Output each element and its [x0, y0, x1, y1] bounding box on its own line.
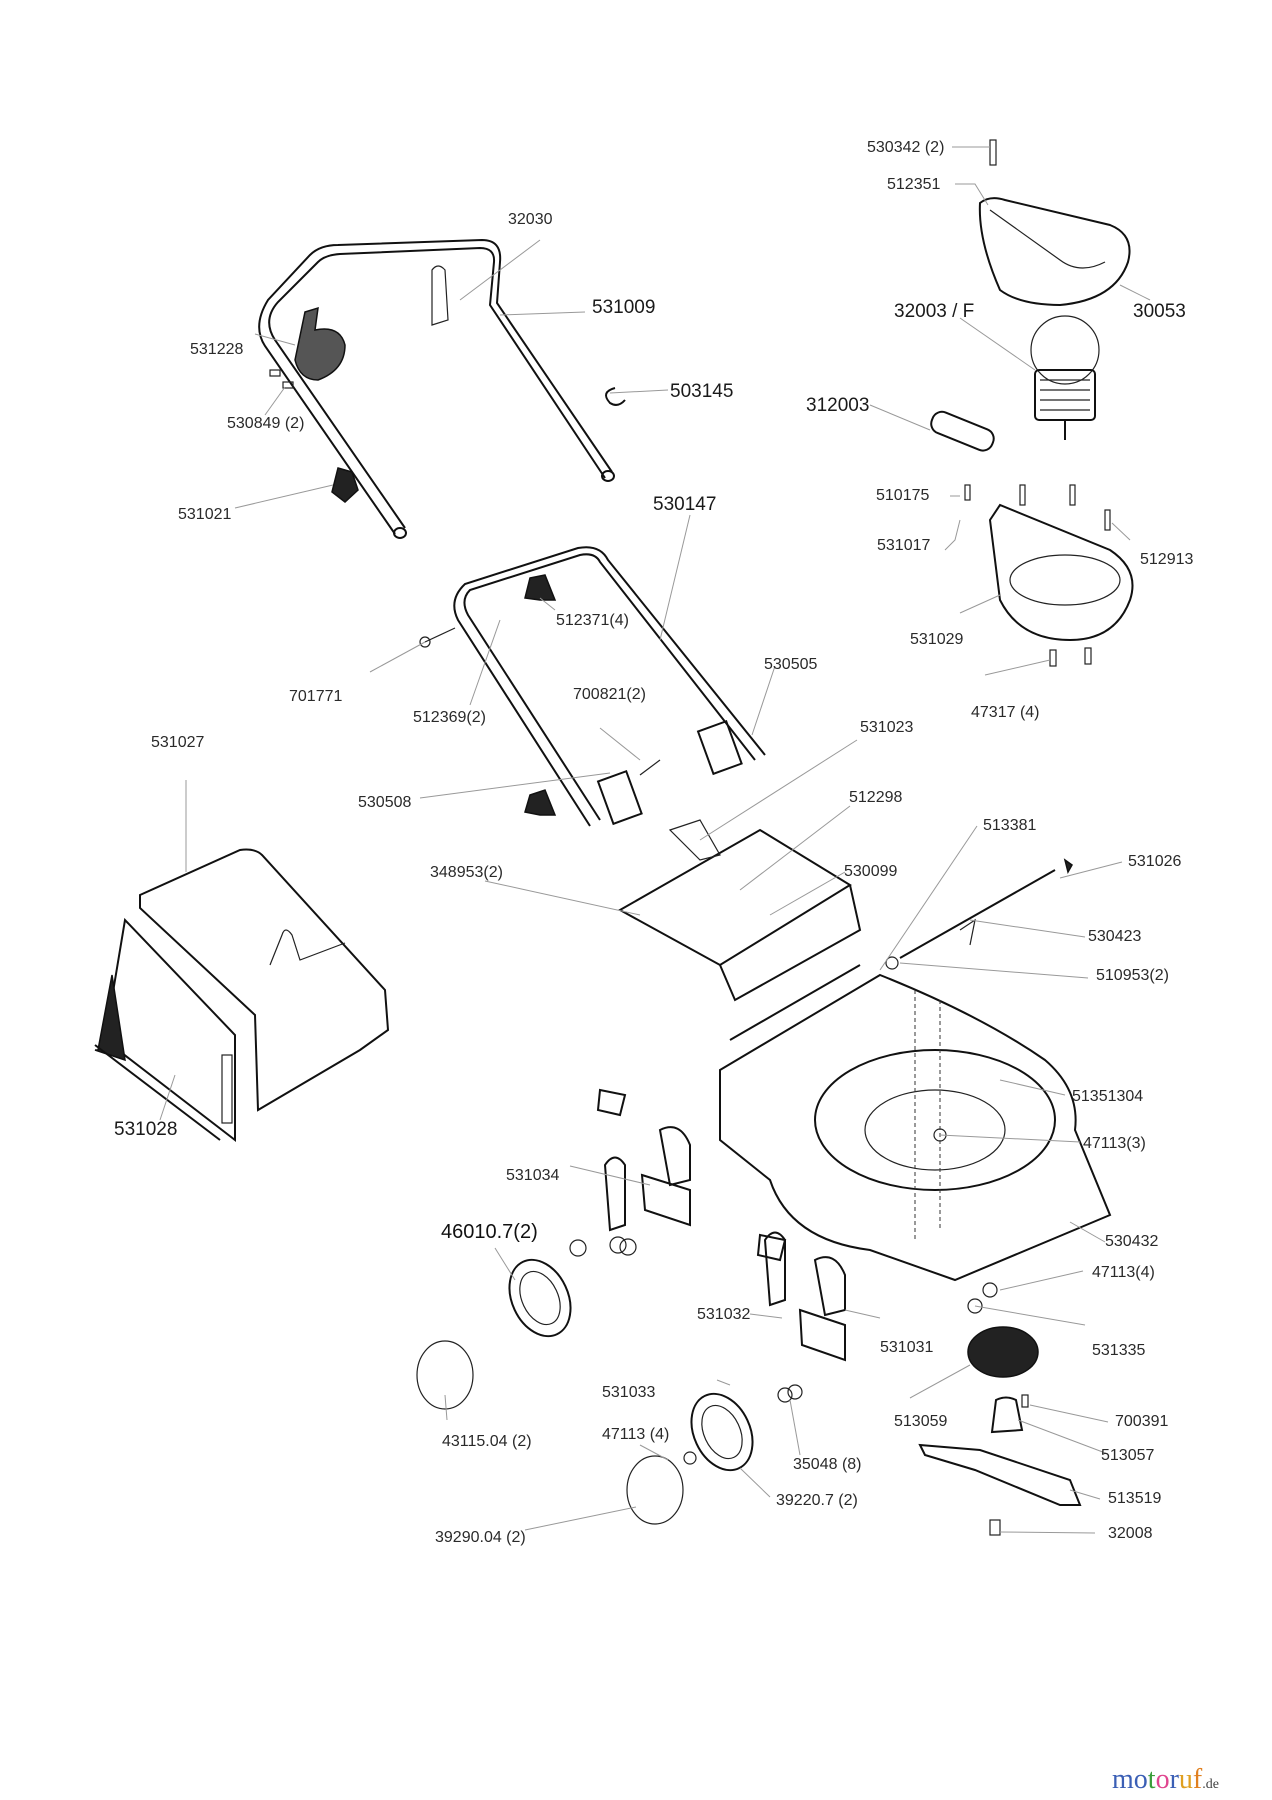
label-513519: 513519	[1108, 1490, 1162, 1507]
logo-letter: t	[1147, 1764, 1156, 1795]
label-531032: 531032	[697, 1306, 751, 1323]
label-513057: 513057	[1101, 1447, 1155, 1464]
label-700821: 700821(2)	[573, 686, 646, 703]
label-531031: 531031	[880, 1339, 934, 1356]
label-530508: 530508	[358, 794, 412, 811]
label-39220-7: 39220.7 (2)	[776, 1492, 858, 1509]
logo-letter: m	[1112, 1764, 1134, 1795]
label-47317: 47317 (4)	[971, 704, 1040, 721]
label-30053: 30053	[1133, 301, 1186, 322]
motoruf-logo: motoruf.de	[1112, 1766, 1219, 1794]
label-39290-04: 39290.04 (2)	[435, 1529, 526, 1546]
label-47113-4b: 47113 (4)	[602, 1426, 670, 1443]
label-513059: 513059	[894, 1413, 948, 1430]
label-51351304: 51351304	[1072, 1088, 1144, 1105]
label-47113-4a: 47113(4)	[1092, 1264, 1155, 1281]
label-531228: 531228	[190, 341, 244, 358]
label-512298: 512298	[849, 789, 903, 806]
height-adjusters	[596, 1088, 846, 1362]
label-32003F: 32003 / F	[894, 301, 975, 322]
label-530505: 530505	[764, 656, 818, 673]
blade-assembly	[918, 1282, 1082, 1536]
label-503145: 503145	[670, 381, 734, 402]
upper-handle	[258, 238, 626, 539]
label-312003: 312003	[806, 395, 870, 416]
motor-housing	[964, 484, 1134, 667]
label-530099: 530099	[844, 863, 898, 880]
leader-lines	[159, 146, 1151, 1534]
label-531034: 531034	[506, 1167, 560, 1184]
logo-letter: f	[1192, 1764, 1203, 1795]
label-531027: 531027	[151, 734, 205, 751]
motor-cover	[978, 139, 1131, 307]
grass-bag	[94, 848, 390, 1143]
label-512913: 512913	[1140, 551, 1194, 568]
label-512371: 512371(4)	[556, 612, 629, 629]
rear-flap	[617, 819, 862, 1041]
label-530423: 530423	[1088, 928, 1142, 945]
label-348953: 348953(2)	[430, 864, 503, 881]
label-32008: 32008	[1108, 1525, 1153, 1542]
rear-wheel	[626, 1384, 803, 1525]
label-531021: 531021	[178, 506, 232, 523]
label-510175: 510175	[876, 487, 930, 504]
logo-letter: r	[1169, 1764, 1179, 1795]
logo-tld: .de	[1202, 1777, 1219, 1792]
label-531033: 531033	[602, 1384, 656, 1401]
label-531028: 531028	[114, 1119, 178, 1140]
mower-deck	[719, 973, 1112, 1282]
label-32030: 32030	[508, 211, 553, 228]
lower-handle	[419, 546, 766, 827]
label-531017: 531017	[877, 537, 931, 554]
label-47113-3: 47113(3)	[1083, 1135, 1146, 1152]
label-530849: 530849 (2)	[227, 415, 305, 432]
front-wheel	[416, 1236, 637, 1410]
logo-letter: o	[1155, 1764, 1170, 1795]
motor	[1030, 315, 1100, 440]
logo-letter: o	[1133, 1764, 1148, 1795]
switch-cable	[885, 858, 1073, 970]
logo-letter: u	[1178, 1764, 1193, 1795]
label-700391: 700391	[1115, 1413, 1169, 1430]
screws-530849	[269, 369, 294, 389]
label-531009: 531009	[592, 297, 656, 318]
label-531029: 531029	[910, 631, 964, 648]
label-530147: 530147	[653, 494, 717, 515]
label-46010-7: 46010.7(2)	[441, 1221, 538, 1243]
label-512351: 512351	[887, 176, 941, 193]
label-35048: 35048 (8)	[793, 1456, 862, 1473]
knob-531021	[331, 467, 359, 503]
label-530432: 530432	[1105, 1233, 1159, 1250]
label-510953: 510953(2)	[1096, 967, 1169, 984]
label-513381: 513381	[983, 817, 1037, 834]
capacitor-312003	[930, 410, 995, 452]
label-531023: 531023	[860, 719, 914, 736]
label-531026: 531026	[1128, 853, 1182, 870]
label-512369: 512369(2)	[413, 709, 486, 726]
label-531335: 531335	[1092, 1342, 1146, 1359]
label-43115-04: 43115.04 (2)	[442, 1433, 532, 1450]
label-530342: 530342 (2)	[867, 139, 945, 156]
label-701771: 701771	[289, 688, 343, 705]
